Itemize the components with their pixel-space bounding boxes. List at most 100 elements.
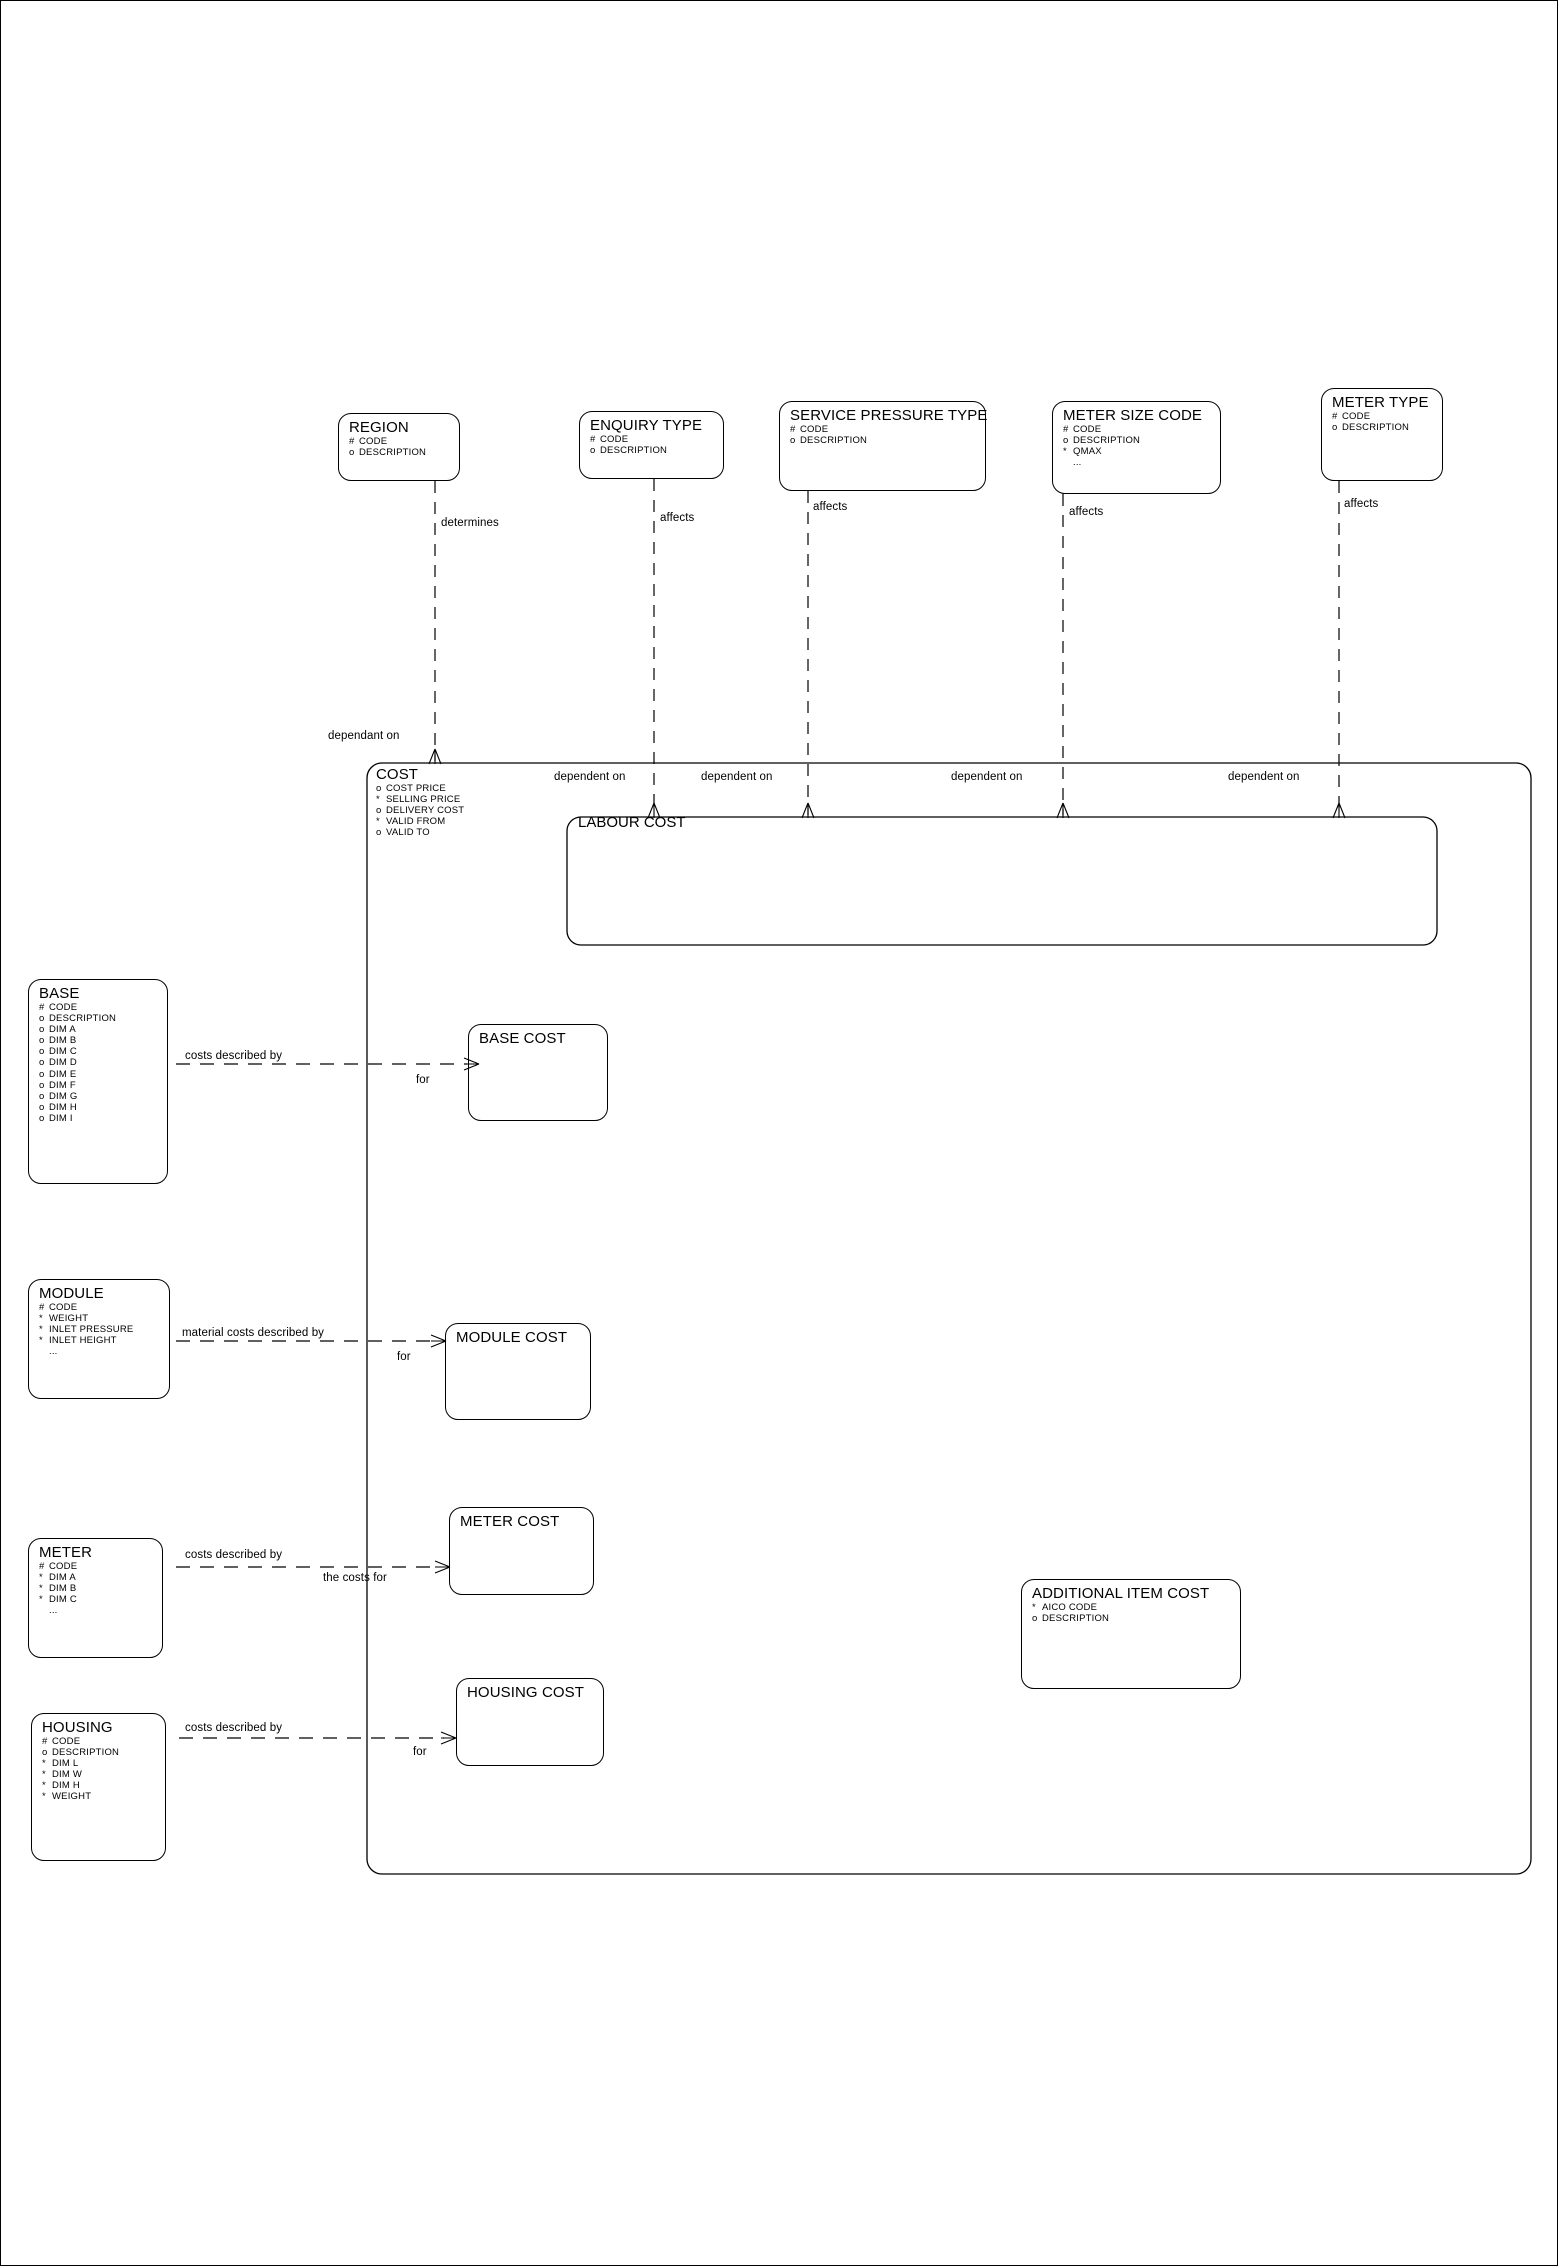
attribute-row: *INLET PRESSURE [39, 1324, 134, 1336]
attribute-list: #CODE *DIM A *DIM B *DIM C ... [39, 1561, 153, 1616]
entity-title: HOUSING [42, 1719, 113, 1736]
entity-title: ADDITIONAL ITEM COST [1032, 1585, 1210, 1602]
entity-meter-cost[interactable]: METER COST [449, 1507, 594, 1595]
attribute-row: *QMAX [1063, 446, 1102, 458]
entity-title: BASE COST [479, 1030, 566, 1047]
entity-title: METER TYPE [1332, 394, 1429, 411]
rel-label-base-costs-described-by: costs described by [185, 1050, 283, 1062]
attribute-row: *DIM C [39, 1594, 77, 1606]
entity-meter[interactable]: METER #CODE *DIM A *DIM B *DIM C ... [28, 1538, 163, 1658]
attribute-row: #CODE [1063, 424, 1102, 435]
entity-title: MODULE [39, 1285, 104, 1302]
entity-title: MODULE COST [456, 1329, 568, 1346]
crowfoot-base-basecost [463, 1057, 480, 1071]
attribute-row: *AICO CODE [1032, 1602, 1098, 1613]
attribute-row: #CODE [349, 436, 388, 447]
attribute-row: ... [49, 1605, 58, 1617]
entity-module[interactable]: MODULE #CODE *WEIGHT *INLET PRESSURE *IN… [28, 1279, 170, 1399]
crowfoot-enquiry-labour [647, 802, 661, 819]
rel-label-module-for: for [397, 1351, 411, 1363]
attribute-row: #CODE [39, 1561, 78, 1572]
rel-label-meter-costs-described-by: costs described by [185, 1549, 283, 1561]
crowfoot-meter-size-labour [1056, 802, 1070, 819]
cost-supertype-box [366, 762, 1532, 1875]
attribute-row: *DIM B [39, 1583, 77, 1595]
entity-title: COST [376, 766, 419, 783]
attribute-row: ... [49, 1346, 58, 1358]
entity-title: METER [39, 1544, 92, 1561]
attribute-row: #CODE [1332, 411, 1371, 422]
crowfoot-module-modulecost [430, 1334, 447, 1348]
entity-title: BASE [39, 985, 80, 1002]
rel-label-base-for: for [416, 1074, 430, 1086]
rel-label-determines: determines [441, 517, 499, 529]
rel-label-dependent-on-2: dependent on [701, 771, 773, 783]
rel-label-housing-for: for [413, 1746, 427, 1758]
entity-title: METER SIZE CODE [1063, 407, 1203, 424]
attribute-row: *DIM W [42, 1769, 83, 1781]
attribute-row: *INLET HEIGHT [39, 1335, 117, 1347]
crowfoot-meter-metercost [434, 1560, 451, 1574]
rel-label-affects-meter-size: affects [1069, 506, 1104, 518]
crowfoot-service-pressure-labour [801, 802, 815, 819]
crowfoot-housing-housingcost [440, 1731, 457, 1745]
attribute-row: *WEIGHT [42, 1791, 92, 1803]
entity-base-cost[interactable]: BASE COST [468, 1024, 608, 1121]
attribute-row: *WEIGHT [39, 1313, 89, 1325]
entity-title: REGION [349, 419, 409, 436]
labour-cost-box [566, 816, 1438, 946]
attribute-list: #CODE *WEIGHT *INLET PRESSURE *INLET HEI… [39, 1302, 160, 1357]
rel-label-module-material-costs-described-by: material costs described by [182, 1327, 325, 1339]
attribute-row: *DIM H [42, 1780, 80, 1792]
entity-housing-cost[interactable]: HOUSING COST [456, 1678, 604, 1766]
attribute-row: *SELLING PRICE [376, 794, 461, 806]
rel-label-housing-costs-described-by: costs described by [185, 1722, 283, 1734]
attribute-row: *DIM L [42, 1758, 79, 1770]
rel-label-affects-meter-type: affects [1344, 498, 1379, 510]
rel-label-affects-enquiry: affects [660, 512, 695, 524]
attribute-row: ... [1073, 457, 1082, 469]
entity-title: SERVICE PRESSURE TYPE [790, 407, 988, 424]
entity-module-cost[interactable]: MODULE COST [445, 1323, 591, 1420]
attribute-row: #CODE [590, 434, 629, 445]
attribute-row: *VALID FROM [376, 816, 446, 828]
rel-label-dependent-on-1: dependent on [554, 771, 626, 783]
attribute-row: #CODE [42, 1736, 81, 1747]
labour-cost-title: LABOUR COST [578, 814, 686, 831]
crowfoot-region-cost [428, 748, 442, 765]
rel-label-dependant-on: dependant on [328, 730, 400, 742]
